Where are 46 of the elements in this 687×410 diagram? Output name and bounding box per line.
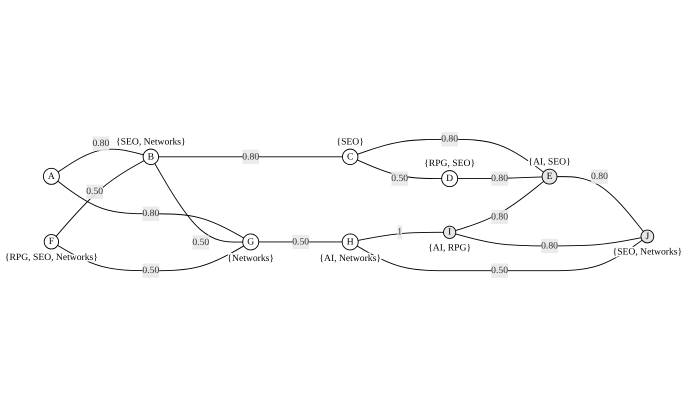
connector	[56, 160, 145, 237]
connector	[356, 160, 442, 180]
node-circle: H	[342, 234, 359, 250]
connector	[455, 233, 642, 246]
node-circle: E	[542, 168, 558, 185]
node-caption: {RPG, SEO}	[424, 158, 476, 169]
edge-label: 0.80	[142, 208, 160, 219]
connector	[356, 240, 643, 272]
node-caption: {Networks}	[227, 252, 274, 264]
edge-label: 0.50	[491, 265, 508, 276]
node-circle: F	[44, 234, 60, 250]
connector	[358, 232, 444, 241]
node-caption: {AI, SEO}	[528, 156, 571, 168]
edge-label: 0.50	[142, 265, 160, 276]
node-caption: {SEO}	[336, 136, 364, 148]
connector	[357, 138, 544, 173]
edge-label: 0.80	[441, 134, 458, 144]
node-circle: J	[640, 230, 654, 244]
edge-label: 0.50	[192, 237, 210, 248]
connector	[158, 156, 343, 158]
connector	[455, 180, 544, 231]
edge-label: 0.80	[92, 138, 110, 148]
connector	[154, 163, 244, 243]
edge-label: 0.80	[541, 240, 558, 251]
edge-label: 0.80	[591, 171, 608, 182]
edge-label: 0.80	[242, 151, 260, 162]
edge-label: 0.80	[491, 212, 508, 222]
edge-label: 0.50	[391, 173, 408, 184]
node-caption: {SEO, Networks}	[116, 136, 186, 148]
node-circle: A	[42, 168, 60, 185]
node-circle: G	[242, 234, 260, 250]
node-caption: {AI, Networks}	[319, 252, 381, 264]
connector	[57, 180, 244, 238]
edge-label: 0.50	[292, 236, 310, 247]
connector	[58, 148, 144, 172]
connector	[457, 176, 543, 180]
connector	[57, 244, 244, 272]
node-circle: B	[142, 148, 160, 166]
node-circle: D	[441, 170, 458, 188]
node-circle: I	[443, 226, 456, 239]
edge-label: 0.80	[491, 173, 508, 184]
node-circle: C	[342, 148, 358, 166]
connector	[556, 176, 644, 232]
node-caption: {AI, RPG}	[428, 242, 472, 254]
edge-label: 0.50	[86, 186, 104, 197]
edge-label: 1	[397, 226, 402, 238]
